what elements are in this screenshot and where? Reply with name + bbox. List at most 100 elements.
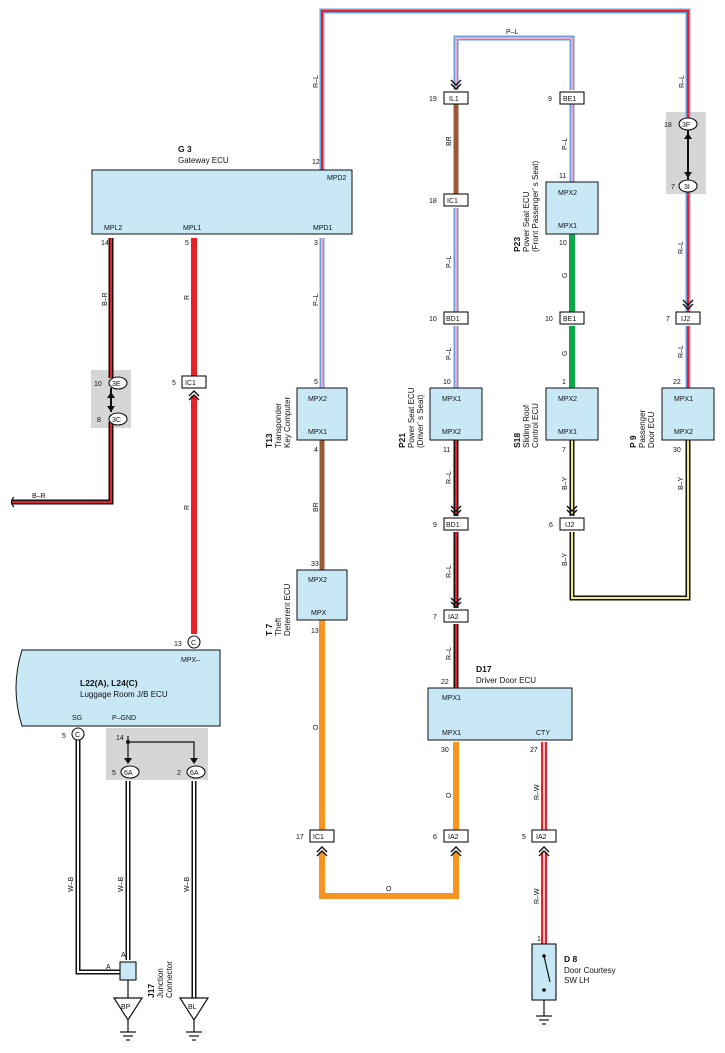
- transponder-code: T13: [264, 433, 274, 448]
- connector-pin: 5: [522, 834, 526, 841]
- sliding-roof-control-ecu: MPX2 MPX1 1 7 S18 Sliding Roof Control E…: [512, 379, 599, 454]
- wire-gateway-br: [10, 238, 114, 508]
- wire-label: P–L: [506, 29, 519, 36]
- driver-pinnum-mpx1-bot: 30: [441, 747, 449, 754]
- door-courtesy-switch: 1 D 8 Door Courtesy SW LH: [531, 936, 616, 1025]
- connector-pin: 18: [429, 198, 437, 205]
- luggage-pinnum-mpx: 13: [174, 641, 182, 648]
- transponder-name-1: Transponder: [274, 403, 283, 448]
- switch-pin: 1: [537, 936, 541, 943]
- psp-pin-bottom: MPX1: [558, 223, 577, 230]
- splice-id: 6A: [190, 770, 199, 777]
- connector-il1: IL1 19: [429, 79, 469, 105]
- driver-pin-mpx1-top: MPX1: [442, 695, 461, 702]
- wire-label: W–B: [184, 877, 191, 893]
- connector-ic1-psd: IC1 18: [429, 193, 469, 207]
- driver-door-ecu: D17 Driver Door ECU MPX1 MPX1 CTY 22 30 …: [427, 664, 573, 754]
- gateway-ecu: G 3 Gateway ECU MPD2 MPL2 MPL1 MPD1 12 1…: [91, 144, 353, 247]
- wire-gateway-to-passenger-rl: [319, 8, 691, 390]
- transponder-key-computer: MPX2 MPX1 5 4 T13 Transponder Key Comput…: [264, 379, 348, 454]
- splice-3i: 3I 7: [671, 172, 698, 193]
- connector-id: BD1: [446, 316, 460, 323]
- gateway-pin-mpd1: MPD1: [313, 225, 333, 232]
- theft-code: T 7: [264, 623, 274, 636]
- wire-label: B–Y: [678, 476, 685, 490]
- theft-deterrent-ecu: MPX2 MPX 33 13 T 7 Theft Deterrent ECU: [264, 561, 348, 636]
- psp-pinnum-top: 11: [559, 173, 566, 180]
- driver-code: D17: [476, 664, 492, 674]
- driver-name: Driver Door ECU: [476, 676, 536, 685]
- wire-label: R–W: [534, 784, 541, 800]
- transponder-pin-bottom: MPX1: [308, 429, 327, 436]
- switch-code: D 8: [564, 954, 578, 964]
- theft-name-2: Deterrent ECU: [283, 583, 292, 636]
- luggage-pin-sg: SG: [72, 715, 82, 722]
- gateway-pin-mpl1: MPL1: [183, 225, 201, 232]
- ground-bp: BP: [112, 997, 144, 1041]
- gateway-name: Gateway ECU: [178, 156, 229, 165]
- connector-pin: 9: [548, 96, 552, 103]
- splice-pin: 2: [177, 770, 181, 777]
- driver-pin-mpx1-bot: MPX1: [442, 730, 461, 737]
- connector-ij2-mid: IJ2 6: [549, 505, 585, 531]
- theft-pinnum-bottom: 13: [311, 628, 319, 635]
- psp-name-2: (Front Passenger’ s Seat): [531, 161, 540, 252]
- junction-pin-top: A: [121, 952, 126, 959]
- theft-pin-top: MPX2: [308, 577, 327, 584]
- connector-pin: 19: [429, 96, 437, 103]
- connector-id: IA2: [536, 834, 547, 841]
- sliding-pinnum-top: 1: [562, 379, 566, 386]
- wire-label: R–W: [534, 888, 541, 904]
- luggage-pinnum-sg: 5: [62, 733, 66, 740]
- wire-psp-column: [569, 234, 691, 601]
- connector-pin: 9: [433, 522, 437, 529]
- connector-id: BD1: [446, 522, 460, 529]
- junction-code: J17: [146, 984, 156, 998]
- passenger-name-1: Passenger: [638, 409, 647, 448]
- wire-label: B–Y: [562, 552, 569, 566]
- wire-label: R–L: [678, 345, 685, 358]
- gateway-pin-mpl2: MPL2: [104, 225, 122, 232]
- splice-pin: 5: [112, 770, 116, 777]
- connector-id: IA2: [448, 614, 459, 621]
- driver-pinnum-cty: 27: [530, 747, 538, 754]
- connector-ic1-bottom: IC1 17: [296, 829, 335, 857]
- wire-label: R–L: [446, 565, 453, 578]
- sliding-pin-top: MPX2: [558, 396, 577, 403]
- connector-id: IJ2: [565, 522, 574, 529]
- wire-label: O: [313, 724, 320, 730]
- luggage-pin-pgnd: P–GND: [112, 715, 136, 722]
- gateway-pinnum-mpd2: 12: [312, 159, 320, 166]
- connector-ia2-bottom: IA2 6: [433, 829, 469, 857]
- splice-id: 3C: [112, 417, 121, 424]
- sliding-name-2: Control ECU: [531, 403, 540, 448]
- junction-connector-j17: A A J17 Junction Connector: [106, 952, 174, 998]
- sliding-code: S18: [512, 433, 522, 448]
- transponder-pin-top: MPX2: [308, 396, 327, 403]
- splice-id: 3E: [112, 381, 121, 388]
- wire-label: R: [184, 295, 191, 300]
- splice-id: C: [191, 640, 196, 647]
- switch-name-1: Door Courtesy: [564, 966, 616, 975]
- luggage-pin-mpx: MPX–: [181, 657, 200, 664]
- wire-label: P–L: [446, 255, 453, 268]
- power-seat-ecu-passenger: MPX2 MPX1 11 10 P23 Power Seat ECU (Fron…: [512, 161, 599, 252]
- wire-label: R–L: [313, 75, 320, 88]
- passenger-door-ecu: MPX1 MPX2 22 30 P 9 Passenger Door ECU: [628, 379, 715, 454]
- connector-ij2-top: IJ2 7: [666, 299, 701, 325]
- junction-name-2: Connector: [165, 961, 174, 998]
- connector-pin: 6: [549, 522, 553, 529]
- wire-label: R: [184, 505, 191, 510]
- connector-id: IC1: [185, 380, 196, 387]
- wire-label: P–L: [562, 137, 569, 150]
- splice-6a-left: 6A 5: [112, 758, 140, 779]
- junction-pin-left: A: [106, 964, 111, 971]
- driver-pinnum-mpx1-top: 22: [441, 679, 449, 686]
- splice-pin: 8: [97, 417, 101, 424]
- gateway-pinnum-mpd1: 3: [314, 240, 318, 247]
- transponder-pinnum-top: 5: [314, 379, 318, 386]
- wire-labels: R–L R–L P–L P–L B–R R R B–R BR O O BR P–…: [32, 29, 686, 904]
- ground-label: BP: [121, 1004, 131, 1011]
- wire-label: B–Y: [562, 476, 569, 490]
